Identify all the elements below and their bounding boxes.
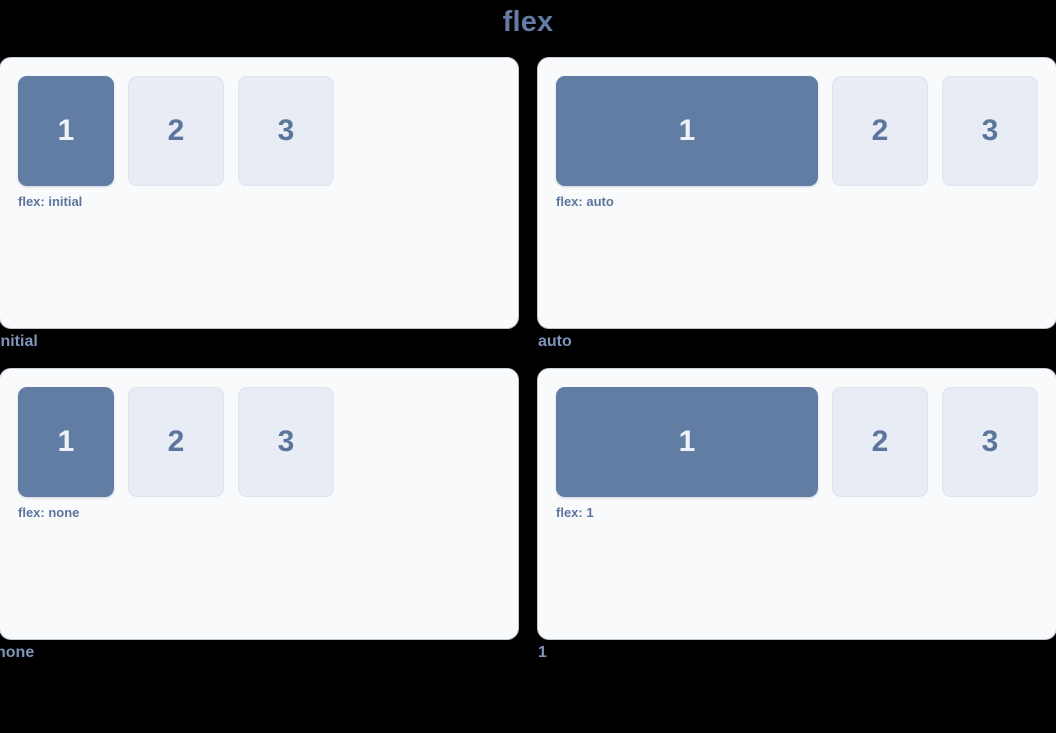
flex-box-2: 2 xyxy=(128,76,224,186)
demo-card-one: 1 2 3 flex: 1 xyxy=(538,369,1056,639)
flex-box-1: 1 xyxy=(18,76,114,186)
flex-box-label: 2 xyxy=(871,114,889,147)
demo-caption: auto xyxy=(538,333,572,350)
demo-cell-auto: 1 2 3 flex: auto auto xyxy=(538,58,1056,351)
flex-box-1: 1 xyxy=(556,387,818,497)
flex-box-label: 1 xyxy=(678,425,696,458)
flex-box-label: 2 xyxy=(871,425,889,458)
flex-note: flex: initial xyxy=(18,194,83,209)
flex-box-label: 1 xyxy=(678,114,696,147)
demo-cell-none: 1 2 3 flex: none none xyxy=(0,369,518,662)
demo-cell-one: 1 2 3 flex: 1 1 xyxy=(538,369,1056,662)
demo-card-initial: 1 2 3 flex: initial xyxy=(0,58,518,328)
flex-box-2: 2 xyxy=(832,76,928,186)
flex-container-auto: 1 2 3 xyxy=(556,76,1056,186)
demo-cell-initial: 1 2 3 flex: initial initial xyxy=(0,58,518,351)
flex-box-2: 2 xyxy=(128,387,224,497)
flex-container-one: 1 2 3 xyxy=(556,387,1056,497)
flex-note: flex: 1 xyxy=(556,505,594,520)
flex-demo-grid: 1 2 3 flex: initial initial 1 xyxy=(0,58,1056,662)
flex-note: flex: auto xyxy=(556,194,614,209)
flex-box-label: 3 xyxy=(981,114,999,147)
flex-box-label: 2 xyxy=(167,114,185,147)
flex-note: flex: none xyxy=(18,505,80,520)
flex-box-3: 3 xyxy=(942,76,1038,186)
demo-caption: initial xyxy=(0,333,38,350)
flex-container-initial: 1 2 3 xyxy=(18,76,518,186)
flex-box-3: 3 xyxy=(942,387,1038,497)
page-title: flex xyxy=(502,6,554,38)
flex-box-1: 1 xyxy=(18,387,114,497)
demo-caption: 1 xyxy=(538,644,547,661)
flex-box-label: 1 xyxy=(57,114,75,147)
flex-box-3: 3 xyxy=(238,387,334,497)
flex-box-label: 2 xyxy=(167,425,185,458)
flex-box-1: 1 xyxy=(556,76,818,186)
demo-caption: none xyxy=(0,644,35,661)
flex-box-label: 3 xyxy=(277,114,295,147)
flex-box-label: 3 xyxy=(981,425,999,458)
flex-box-3: 3 xyxy=(238,76,334,186)
flex-box-label: 1 xyxy=(57,425,75,458)
flex-container-none: 1 2 3 xyxy=(18,387,518,497)
demo-card-none: 1 2 3 flex: none xyxy=(0,369,518,639)
demo-card-auto: 1 2 3 flex: auto xyxy=(538,58,1056,328)
flex-box-label: 3 xyxy=(277,425,295,458)
flex-box-2: 2 xyxy=(832,387,928,497)
